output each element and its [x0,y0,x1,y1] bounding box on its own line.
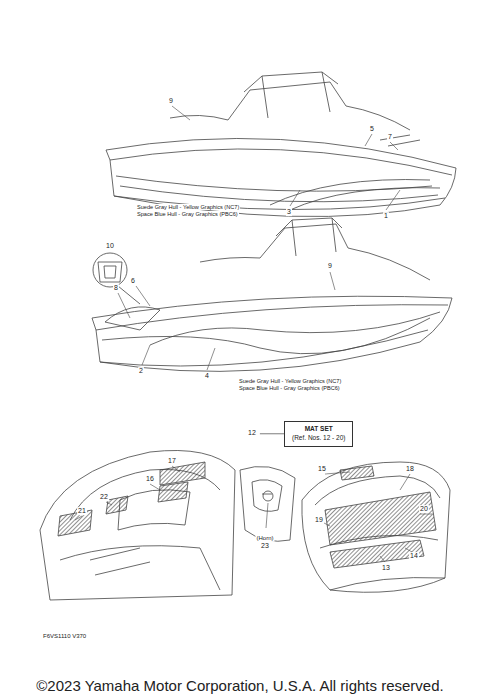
callout-number: 17 [167,457,177,465]
boat-port-view-stroke [105,307,160,330]
boat-port-view-stroke [98,262,122,282]
caption-text: F6VS1110 V370 [42,633,87,640]
boat-starboard-view-stroke [106,149,452,175]
boat-starboard-view-stroke [270,180,430,205]
horn-detail-view-stroke [252,480,282,512]
callout-number: 19 [314,516,324,524]
leader-lines-stroke [266,503,268,528]
callout-number: 21 [77,507,87,515]
leader-lines-stroke [390,142,398,150]
callout-number: 3 [286,208,292,216]
boat-port-view-stroke [92,305,448,330]
boat-starboard-view-stroke [380,135,420,146]
callout-number: 10 [105,242,115,250]
boat-starboard-view-stroke [228,82,346,120]
leader-lines-stroke [106,502,112,505]
leader-lines-stroke [136,286,150,306]
cockpit-view-stroke [158,482,188,502]
cockpit-view-stroke [160,462,205,485]
boat-port-view-stroke [100,330,428,366]
callout-number: 23 [260,542,270,550]
leader-lines-stroke [290,190,300,206]
boat-starboard-view [106,72,456,217]
callout-number: 22 [99,493,109,501]
boat-port-view-stroke [118,286,140,304]
leader-lines-stroke [172,466,180,472]
boat-port-view-stroke [102,318,430,354]
callout-number: 18 [405,465,415,473]
callout-number: 15 [317,465,327,473]
leader-lines-stroke [172,106,190,120]
leader-lines-stroke [118,293,130,318]
leader-lines-stroke [380,556,385,562]
leader-lines-stroke [330,272,335,290]
leader-lines [75,106,432,562]
callout-number: 12 [247,429,257,437]
callout-number: 14 [409,552,419,560]
boat-port-view-stroke [200,248,430,280]
cockpit-view [40,450,235,600]
callout-number: 2 [138,367,144,375]
stern-deck-view-stroke [302,462,450,592]
boat-port-view [92,218,452,371]
mat-set-box: MAT SET(Ref. Nos. 12 - 20) [284,421,353,447]
leader-lines-stroke [400,474,410,490]
cockpit-view-stroke [60,546,220,590]
stern-deck-view-stroke [340,466,374,480]
callout-number: 1 [383,212,389,220]
leader-line [260,433,284,434]
callout-number: 4 [204,372,210,380]
cockpit-view-stroke [40,450,235,600]
leader-lines-stroke [142,345,150,365]
horn-detail-view-stroke [240,466,295,541]
horn-detail-view-stroke [263,491,273,501]
callout-number: 13 [381,564,391,572]
callout-number: 8 [113,284,119,292]
callout-number: 20 [419,505,429,513]
boat-port-view-stroke [150,312,440,345]
callout-number: 9 [168,97,174,105]
boat-starboard-view-stroke [290,188,440,210]
boat-port-view-stroke [93,253,127,287]
callout-number: (Horn) [255,535,274,542]
copyright-notice: ©2023 Yamaha Motor Corporation, U.S.A. A… [35,678,444,695]
stern-deck-view-stroke [330,540,424,568]
leader-lines-stroke [75,516,82,520]
callout-number: 6 [130,277,136,285]
stern-deck-view [302,462,450,592]
caption-text: Suede Gray Hull - Yellow Graphics (NC7) [136,204,240,210]
leader-lines-stroke [150,484,160,490]
cockpit-view-stroke [90,548,150,575]
box-text: (Ref. Nos. 12 - 20) [292,434,345,443]
leader-lines-stroke [325,472,350,474]
horn-detail-view [240,466,295,541]
stern-deck-view-stroke [325,492,436,545]
callout-number: 7 [387,133,393,141]
cockpit-view-stroke [106,496,128,514]
caption-text: Space Blue Hull - Gray Graphics (PBC6) [238,385,341,391]
boat-starboard-view-stroke [114,196,445,210]
leader-lines-stroke [207,348,215,370]
leader-lines-stroke [386,190,400,210]
boat-port-view-stroke [96,298,452,371]
leader-lines-stroke [420,514,432,515]
caption-text: Space Blue Hull - Gray Graphics (PBC6) [136,211,239,217]
callout-number: 5 [369,125,375,133]
leader-lines-stroke [365,134,372,146]
callout-number: 9 [327,262,333,270]
boat-port-view-stroke [292,218,336,256]
stern-deck-view-stroke [330,578,445,591]
boat-starboard-view-stroke [110,160,456,217]
boat-starboard-view-stroke [262,72,330,118]
box-text: MAT SET [292,425,345,434]
caption-text: Suede Gray Hull - Yellow Graphics (NC7) [238,378,342,384]
callout-number: 16 [145,475,155,483]
